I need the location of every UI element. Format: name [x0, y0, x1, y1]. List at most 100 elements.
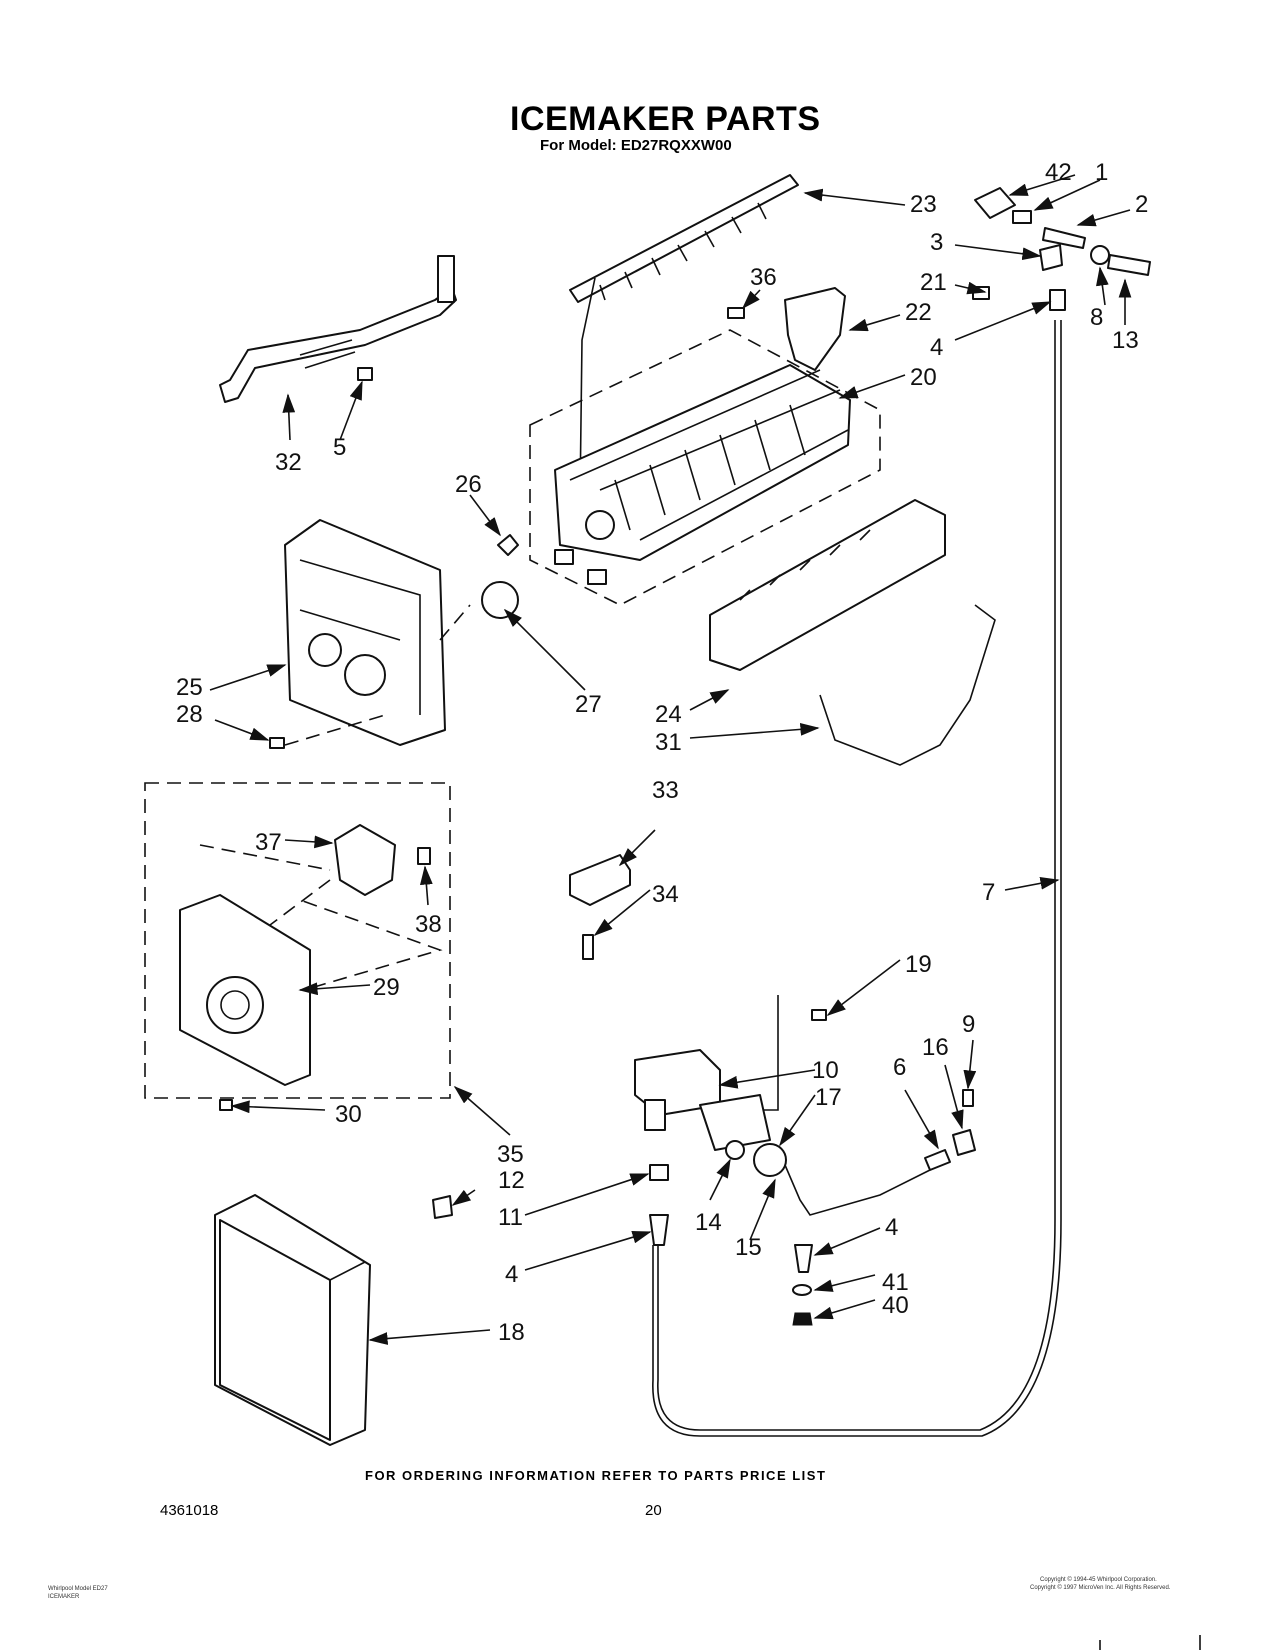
callout-4-mid: 4: [885, 1214, 898, 1241]
callout-31: 31: [655, 729, 682, 756]
callout-24: 24: [655, 701, 682, 728]
callout-20: 20: [910, 364, 937, 391]
callout-42: 42: [1045, 159, 1072, 186]
leader-arrows: [209, 174, 1132, 1345]
part-36-screw: [727, 307, 745, 319]
corner-marks: [1099, 1635, 1201, 1650]
ordering-note: FOR ORDERING INFORMATION REFER TO PARTS …: [365, 1468, 826, 1483]
part-7-water-tube: [657, 320, 1056, 1431]
callout-28: 28: [176, 701, 203, 728]
document-number: 4361018: [160, 1502, 218, 1519]
callout-1: 1: [1095, 159, 1108, 186]
part-30-screw: [219, 1099, 233, 1111]
callout-33: 33: [652, 777, 679, 804]
part-12-plug: [432, 1195, 453, 1219]
part-8-washer: [1090, 245, 1110, 265]
part-32-wire-harness: [219, 255, 457, 403]
callout-3: 3: [930, 229, 943, 256]
part-13-tube-fitting: [1107, 254, 1151, 276]
part-19-screw: [811, 1009, 827, 1021]
part-40-nut: [792, 1312, 813, 1326]
callout-16: 16: [922, 1034, 949, 1061]
callout-15: 15: [735, 1234, 762, 1261]
model-subtitle: For Model: ED27RQXXW00: [540, 137, 732, 154]
callout-21: 21: [920, 269, 947, 296]
part-24-cover: [709, 499, 946, 671]
part-1-screw: [1012, 210, 1032, 224]
part-20-mold: [554, 364, 851, 585]
part-2-fitting: [1042, 227, 1086, 249]
callout-7: 7: [982, 879, 995, 906]
callout-37: 37: [255, 829, 282, 856]
callout-5: 5: [333, 434, 346, 461]
leader-dashes: [284, 604, 471, 746]
part-33-bracket: [569, 854, 631, 906]
part-27-thermostat: [481, 581, 519, 619]
callout-11: 11: [498, 1204, 523, 1231]
part-17-fitting: [753, 1143, 787, 1177]
callout-8: 8: [1090, 304, 1103, 331]
callout-6: 6: [893, 1054, 906, 1081]
corner-left-line-2: ICEMAKER: [48, 1594, 80, 1600]
callout-14: 14: [695, 1209, 722, 1236]
callout-30: 30: [335, 1101, 362, 1128]
callout-12: 12: [498, 1167, 525, 1194]
callout-9: 9: [962, 1011, 975, 1038]
corner-left-line-1: Whirlpool Model ED27: [48, 1586, 108, 1592]
callout-36: 36: [750, 264, 777, 291]
part-10-water-valve: [634, 1049, 771, 1151]
callout-41: 41: [882, 1269, 909, 1296]
part-38-screw: [417, 847, 431, 865]
part-9-screw: [962, 1089, 974, 1107]
callout-4-low: 4: [505, 1261, 518, 1288]
callout-40: 40: [882, 1292, 909, 1319]
callout-4-top: 4: [930, 334, 943, 361]
part-29-mounting-plate: [179, 894, 311, 1086]
callout-32: 32: [275, 449, 302, 476]
part-14-washer: [725, 1140, 745, 1160]
part-23-ejector: [569, 174, 799, 501]
callout-23: 23: [910, 191, 937, 218]
callout-38: 38: [415, 911, 442, 938]
part-4-ferrule-top: [1049, 289, 1066, 311]
callout-18: 18: [498, 1319, 525, 1346]
part-26-clip: [497, 534, 519, 556]
callout-13: 13: [1112, 327, 1139, 354]
part-37-motor: [334, 824, 396, 896]
part-11-nut: [649, 1164, 669, 1181]
part-18-cover-box: [214, 1194, 371, 1446]
callout-27: 27: [575, 691, 602, 718]
callout-35: 35: [497, 1141, 524, 1168]
part-15-tube: [784, 1164, 931, 1216]
callout-34: 34: [652, 881, 679, 908]
callout-29: 29: [373, 974, 400, 1001]
callout-25: 25: [176, 674, 203, 701]
callout-26: 26: [455, 471, 482, 498]
part-21-screw: [972, 286, 990, 300]
part-31-shutoff-arm: [819, 604, 996, 766]
page-number: 20: [645, 1502, 662, 1519]
corner-right-line-1: Copyright © 1994-45 Whirlpool Corporatio…: [1040, 1576, 1157, 1583]
part-20-outline: [529, 329, 881, 606]
part-25-control-housing: [284, 519, 446, 746]
part-22-fill-cup: [784, 287, 846, 371]
part-6-insert: [924, 1149, 951, 1171]
part-28-screw: [269, 737, 285, 749]
part-34-screw: [582, 934, 594, 960]
part-16-clamp: [952, 1129, 976, 1156]
part-4-ferrule-valve: [649, 1214, 669, 1246]
callout-2: 2: [1135, 191, 1148, 218]
part-4-ferrule-right: [794, 1244, 813, 1273]
callout-labels: 42 1 2 23 3 21 8 13 36 22 4 20 32 5 26 2…: [176, 159, 1148, 1346]
part-42-clamp: [974, 187, 1016, 219]
part-3-nut: [1039, 244, 1063, 271]
callout-17: 17: [815, 1084, 842, 1111]
corner-right-line-2: Copyright © 1997 MicroVen Inc. All Right…: [1030, 1584, 1171, 1591]
callout-19: 19: [905, 951, 932, 978]
page-title: ICEMAKER PARTS: [510, 100, 821, 138]
callout-22: 22: [905, 299, 932, 326]
part-35-assembly-box: [144, 782, 451, 1099]
callout-10: 10: [812, 1057, 839, 1084]
part-41-washer: [792, 1284, 812, 1296]
